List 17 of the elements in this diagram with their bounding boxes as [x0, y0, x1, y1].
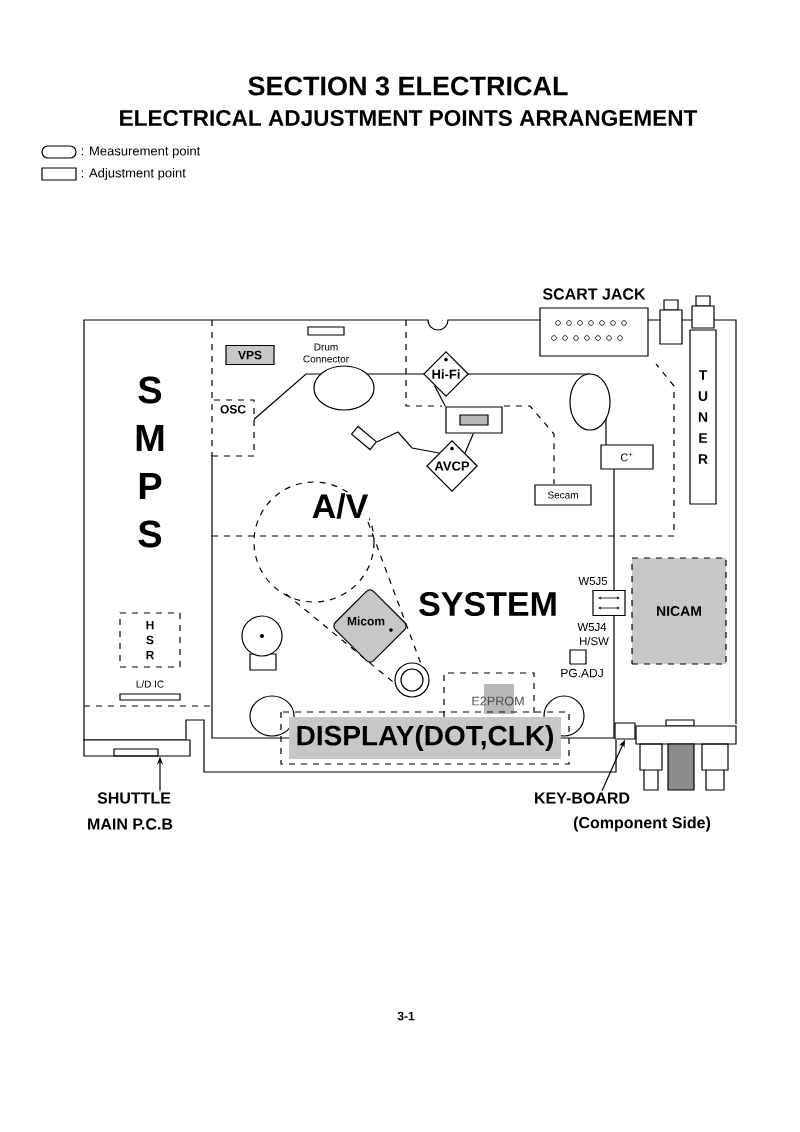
connector-line	[464, 433, 474, 454]
board-label: MAIN P.C.B	[88, 818, 173, 830]
display-box: DISPLAY(DOT,CLK)	[280, 711, 570, 765]
adjustment-point	[445, 406, 503, 434]
connector	[614, 722, 636, 740]
note: (Component Side)	[573, 816, 711, 832]
connector-line	[433, 384, 446, 407]
subtitle: ELECTRICAL ADJUSTMENT POINTS ARRANGEMENT	[120, 110, 698, 126]
region-label: A/V	[310, 492, 370, 520]
region-label: S M P S	[136, 376, 164, 548]
callout-label: SHUTTLE	[97, 792, 171, 804]
part-label: SCART JACK	[542, 288, 646, 300]
callout-label: KEY-BOARD	[535, 792, 630, 804]
connector	[83, 739, 191, 757]
region-label: SYSTEM	[419, 591, 556, 617]
connector-line	[376, 431, 440, 454]
title: SECTION 3 ELECTRICAL	[248, 76, 568, 96]
